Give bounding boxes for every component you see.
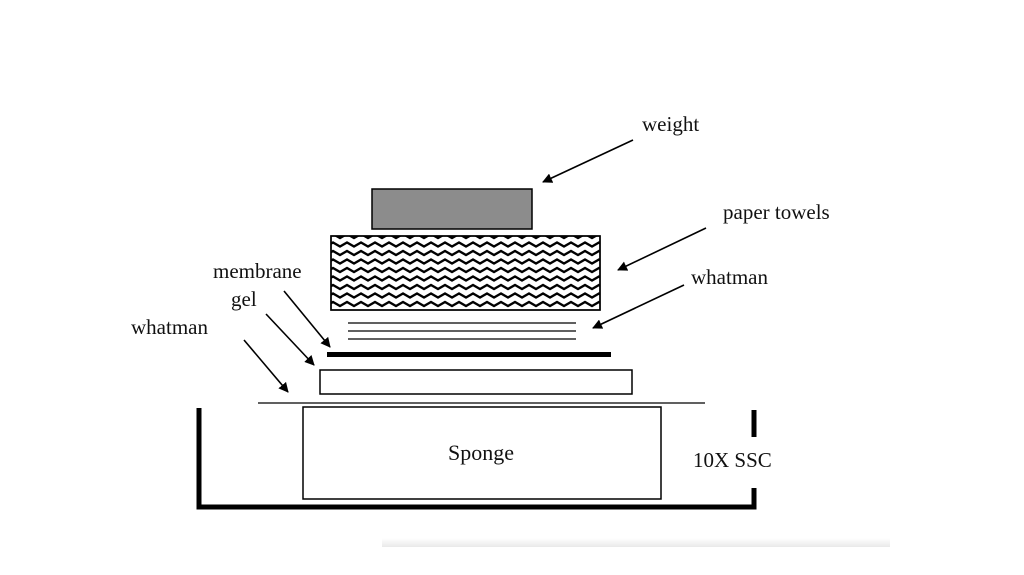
gel-arrow: [265, 313, 315, 366]
towel-zigzag-line: [331, 236, 598, 240]
whatman-bottom-label: whatman: [131, 315, 208, 339]
weight-label: weight: [642, 112, 699, 136]
sponge-label: Sponge: [448, 440, 514, 465]
gel-label: gel: [231, 287, 257, 311]
whatman-top-arrow: [592, 284, 685, 329]
weight-block: [371, 188, 533, 230]
weight-arrow: [542, 139, 634, 183]
towel-zigzag-line: [331, 249, 600, 257]
whatman-top-sheets: [348, 322, 576, 340]
membrane-label: membrane: [213, 259, 302, 283]
membrane-arrow: [283, 290, 331, 348]
paper-towels-stack: [330, 235, 601, 311]
paper-towels-label: paper towels: [723, 200, 830, 224]
whatman-top-label: whatman: [691, 265, 768, 289]
buffer-tray: [196, 408, 757, 510]
towel-zigzag-line: [331, 275, 600, 282]
membrane-layer: [327, 352, 611, 357]
towel-zigzag-line: [331, 258, 600, 265]
whatman-bottom-arrow: [243, 339, 289, 393]
paper-towels-arrow: [617, 227, 707, 271]
bottom-edge-shade: [382, 538, 890, 547]
gel-slab: [319, 369, 633, 395]
towel-zigzag-line: [331, 241, 600, 248]
towel-zigzag-line: [331, 292, 600, 299]
towel-zigzag-line: [331, 266, 600, 274]
towel-zigzag-line: [331, 283, 600, 291]
buffer-label: 10X SSC: [693, 448, 772, 472]
towel-zigzag-line: [331, 300, 600, 308]
sponge-block: [302, 406, 662, 500]
